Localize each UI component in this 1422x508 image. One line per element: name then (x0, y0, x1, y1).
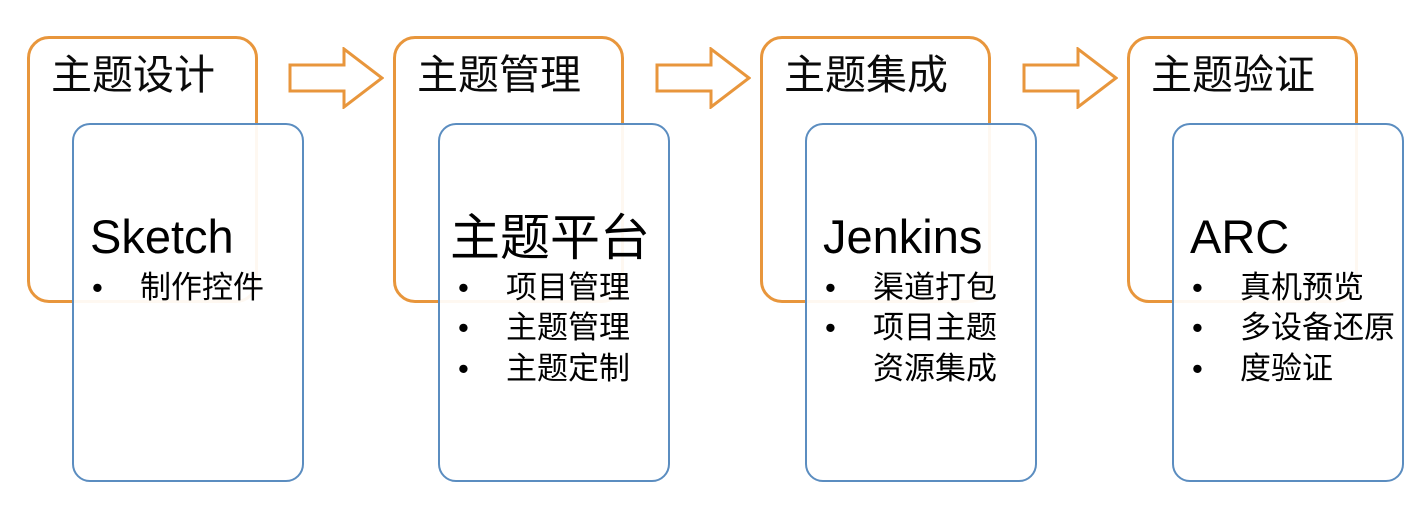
tool-feature-text: 主题管理 (506, 310, 630, 346)
tool-feature-list: • 制作控件 (82, 268, 264, 308)
tool-card[interactable]: 主题平台 • 项目管理 • 主题管理 • 主题定制 (438, 123, 670, 482)
tool-feature-list: • 项目管理 • 主题管理 • 主题定制 (448, 268, 630, 389)
tool-feature-text: 渠道打包 (873, 270, 997, 305)
flow-arrow-right-icon (1022, 47, 1118, 109)
tool-name: ARC (1190, 210, 1290, 263)
bullet-dot-icon: • (458, 350, 469, 386)
tool-feature-item: • 多设备还原 (1182, 308, 1395, 348)
bullet-dot-icon: • (458, 310, 469, 346)
tool-card-body: Sketch • 制作控件 (74, 125, 302, 480)
tool-name: 主题平台 (450, 210, 650, 266)
tool-feature-text: 真机预览 (1240, 270, 1364, 305)
tool-feature-item: • 真机预览 (1182, 268, 1395, 308)
tool-feature-item: • 制作控件 (82, 268, 264, 308)
tool-feature-text: 多设备还原 (1240, 310, 1395, 346)
tool-feature-text: 主题定制 (506, 350, 630, 386)
bullet-dot-icon: • (1192, 310, 1203, 346)
tool-feature-list: • 渠道打包 • 项目主题资源集成 (815, 268, 997, 389)
bullet-dot-icon: • (458, 270, 469, 305)
bullet-dot-icon: • (825, 310, 836, 346)
phase-label: 主题管理 (417, 52, 581, 98)
tool-feature-list: • 真机预览 • 多设备还原 • 度验证 (1182, 268, 1395, 389)
phase-label: 主题集成 (784, 52, 948, 98)
tool-feature-item: • 主题定制 (448, 349, 630, 389)
tool-feature-text: 项目主题 (873, 310, 997, 346)
tool-feature-item: • 度验证 (1182, 349, 1395, 389)
tool-feature-item: • 主题管理 (448, 308, 630, 348)
tool-card[interactable]: ARC • 真机预览 • 多设备还原 • 度验证 (1172, 123, 1404, 482)
tool-card-body: ARC • 真机预览 • 多设备还原 • 度验证 (1174, 125, 1402, 480)
tool-feature-text: 度验证 (1240, 350, 1333, 386)
tool-card[interactable]: Jenkins • 渠道打包 • 项目主题资源集成 (805, 123, 1037, 482)
tool-card-body: 主题平台 • 项目管理 • 主题管理 • 主题定制 (440, 125, 668, 480)
flow-arrow-right-icon (655, 47, 751, 109)
tool-feature-item: • 项目管理 (448, 268, 630, 308)
tool-card-body: Jenkins • 渠道打包 • 项目主题资源集成 (807, 125, 1035, 480)
tool-name: Jenkins (823, 210, 983, 263)
tool-feature-item: • 项目主题资源集成 (815, 308, 997, 389)
tool-feature-text: 制作控件 (140, 270, 264, 305)
tool-feature-item: • 渠道打包 (815, 268, 997, 308)
phase-label: 主题设计 (51, 52, 215, 98)
tool-name: Sketch (90, 210, 234, 263)
tool-card[interactable]: Sketch • 制作控件 (72, 123, 304, 482)
tool-feature-text: 项目管理 (506, 270, 630, 305)
bullet-dot-icon: • (825, 270, 836, 305)
bullet-dot-icon: • (92, 270, 103, 305)
tool-feature-text: 资源集成 (873, 350, 997, 386)
phase-label: 主题验证 (1151, 52, 1315, 98)
bullet-dot-icon: • (1192, 350, 1203, 386)
bullet-dot-icon: • (1192, 270, 1203, 305)
flow-arrow-right-icon (288, 47, 384, 109)
